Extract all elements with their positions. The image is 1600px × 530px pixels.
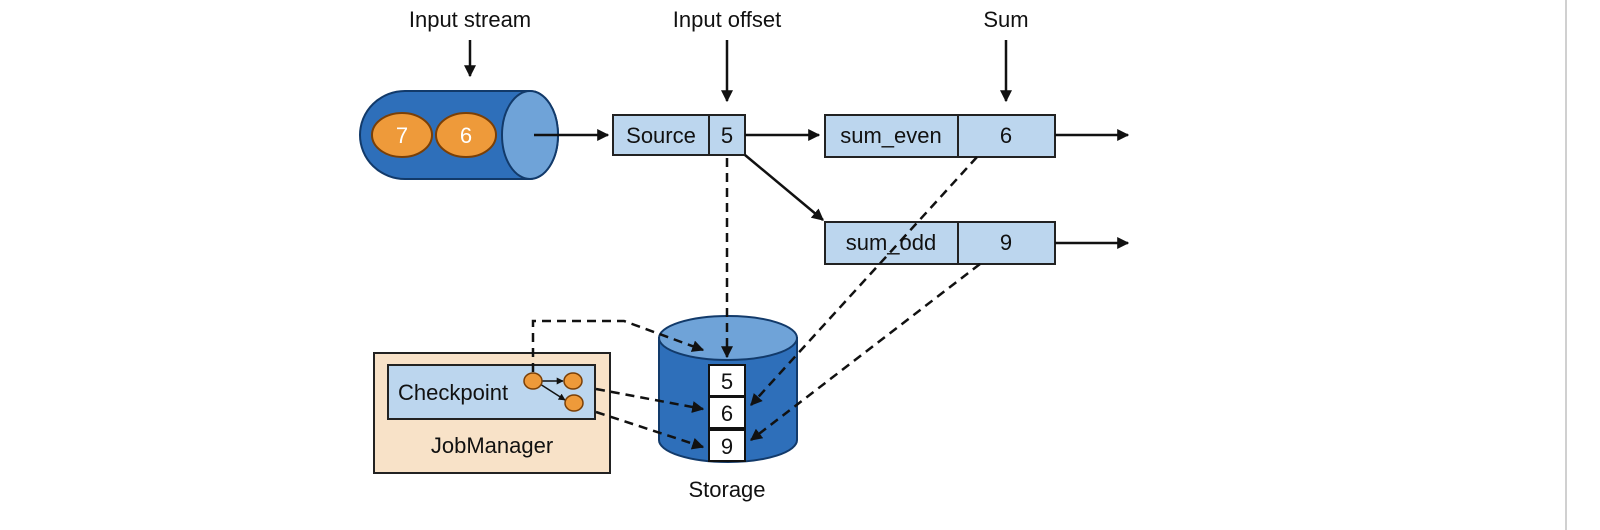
storage-slot: 5 <box>708 364 746 397</box>
storage-slot: 6 <box>708 396 746 429</box>
storage-label: Storage <box>688 477 765 502</box>
dashed-arrow-sum-odd-to-storage <box>750 263 981 441</box>
checkpoint-node <box>523 372 543 390</box>
checkpoint-coordinator: Checkpoint <box>387 364 596 420</box>
label-input-offset: Input offset <box>673 7 781 32</box>
sum-odd-value: 9 <box>1000 230 1012 255</box>
dashed-arrow-checkpoint-to-storage <box>531 319 705 372</box>
storage-slot: 9 <box>708 429 746 462</box>
checkpoint-node <box>564 394 584 412</box>
sum-even-task: sum_even 6 <box>824 114 1056 158</box>
stream-event: 6 <box>435 112 497 158</box>
arrow-source-to-sum-odd <box>744 154 824 221</box>
storage-slot-value: 5 <box>721 369 733 394</box>
stream-event: 7 <box>371 112 433 158</box>
checkpoint-label: Checkpoint <box>398 380 508 405</box>
checkpoint-node <box>563 372 583 390</box>
label-input-stream: Input stream <box>409 7 531 32</box>
source-name: Source <box>626 123 696 148</box>
sum-even-name: sum_even <box>840 123 942 148</box>
source-offset: 5 <box>721 123 733 148</box>
stream-event-value: 7 <box>396 123 408 148</box>
checkpoint-arrow <box>539 383 566 401</box>
jobmanager-label: JobManager <box>431 433 553 458</box>
dashed-arrow-sum-even-to-storage <box>750 156 978 406</box>
sum-even-value: 6 <box>1000 123 1012 148</box>
storage-slot-value: 9 <box>721 434 733 459</box>
dashed-arrow-checkpoint-to-storage <box>595 387 705 413</box>
stream-event-value: 6 <box>460 123 472 148</box>
source-task: Source 5 <box>612 114 746 156</box>
storage-slot-value: 6 <box>721 401 733 426</box>
dashed-arrow-checkpoint-to-storage <box>595 410 705 450</box>
sum-odd-task: sum_odd 9 <box>824 221 1056 265</box>
label-sum: Sum <box>983 7 1028 32</box>
